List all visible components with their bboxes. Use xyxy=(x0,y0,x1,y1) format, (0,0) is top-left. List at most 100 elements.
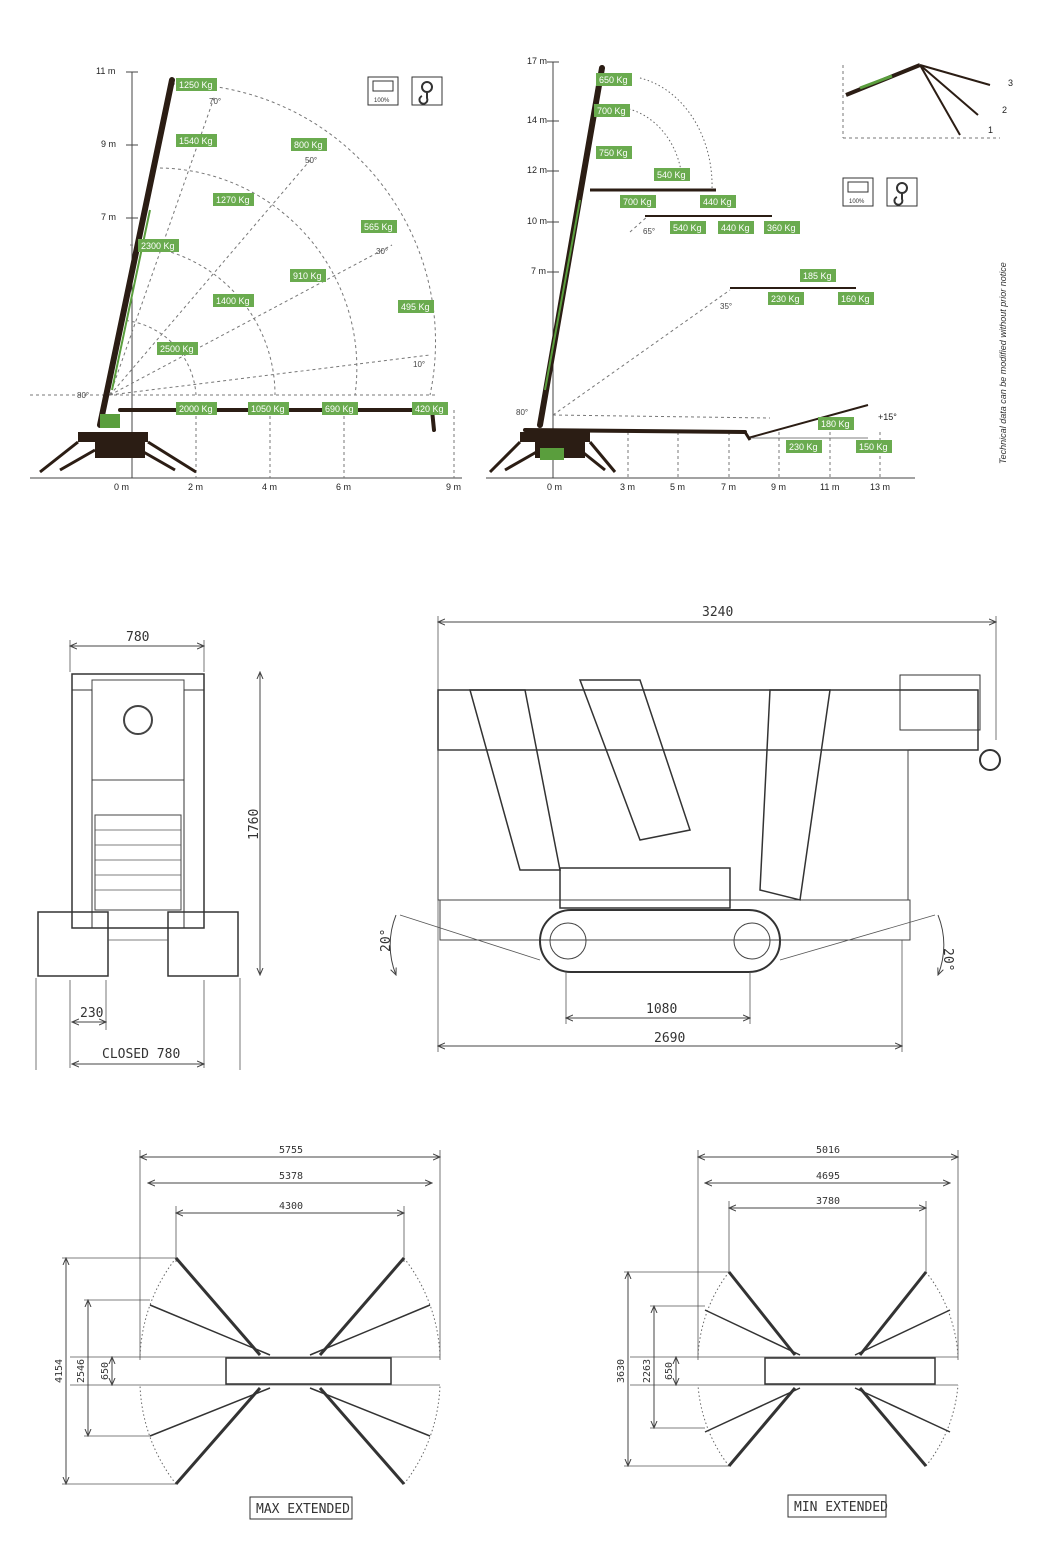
load-label-box xyxy=(654,168,690,181)
load-label-box xyxy=(768,292,804,305)
x-tick: 13 m xyxy=(870,482,890,492)
load-label-box xyxy=(786,440,822,453)
jib-inset: 3 2 1 xyxy=(842,63,1013,139)
load-label-box xyxy=(138,239,179,252)
meter-label: 100% xyxy=(374,98,390,104)
load-label: 565 Kg xyxy=(364,222,393,232)
load-label: 180 Kg xyxy=(821,419,850,429)
angle-label: 10° xyxy=(413,360,425,369)
inset-number: 2 xyxy=(1002,105,1007,115)
max-extended-drawing: 5755 5378 4300 4154 2546 650 MAX EXTENDE… xyxy=(54,1145,440,1520)
max-extended-label: MAX EXTENDED xyxy=(256,1502,350,1517)
load-chart-1: 11 m 9 m 7 m 0 m 2 m 4 m 6 m 9 m 70° 50°… xyxy=(30,66,462,492)
angle-label: 30° xyxy=(376,247,388,256)
load-label-box xyxy=(361,220,397,233)
load-label-box xyxy=(412,402,448,415)
load-label-box xyxy=(176,134,217,147)
dim-length: 3240 xyxy=(702,605,733,620)
load-label: 420 Kg xyxy=(415,404,444,414)
dim-w2: 4695 xyxy=(816,1171,840,1182)
load-label-box xyxy=(594,104,630,117)
load-label-box xyxy=(800,269,836,282)
load-label-box xyxy=(398,300,434,313)
load-label-box xyxy=(157,342,198,355)
angle-label: 65° xyxy=(643,227,655,236)
load-label: 1250 Kg xyxy=(179,80,213,90)
dim-w1: 5016 xyxy=(816,1145,840,1156)
x-tick: 6 m xyxy=(336,482,351,492)
load-label: 360 Kg xyxy=(767,223,796,233)
load-label-box xyxy=(176,78,217,91)
load-labels: 650 Kg 700 Kg 750 Kg 540 Kg 700 Kg 440 Kg 540 … xyxy=(594,73,892,453)
load-meter-icon: 100% xyxy=(367,76,399,106)
y-tick: 10 m xyxy=(527,216,547,226)
load-label-box xyxy=(248,402,289,415)
dim-w3: 4300 xyxy=(279,1201,303,1212)
y-tick: 14 m xyxy=(527,115,547,125)
dim-h2: 2546 xyxy=(76,1359,87,1383)
x-tick: 7 m xyxy=(721,482,736,492)
angle-left: 20° xyxy=(379,929,394,952)
load-label: 160 Kg xyxy=(841,294,870,304)
load-label: 2300 Kg xyxy=(141,241,175,251)
load-label: 1540 Kg xyxy=(179,136,213,146)
meter-label: 100% xyxy=(849,199,865,205)
load-label: 440 Kg xyxy=(703,197,732,207)
load-label-box xyxy=(856,440,892,453)
load-label: 800 Kg xyxy=(294,140,323,150)
y-tick: 9 m xyxy=(101,139,116,149)
load-label-box xyxy=(213,193,254,206)
dim-h1: 4154 xyxy=(54,1359,65,1383)
load-label-box xyxy=(764,221,800,234)
load-label: 700 Kg xyxy=(623,197,652,207)
x-tick: 11 m xyxy=(820,482,839,492)
crane-silhouette xyxy=(39,77,436,474)
load-label-box xyxy=(700,195,736,208)
load-label: 185 Kg xyxy=(803,271,832,281)
load-label: 2500 Kg xyxy=(160,344,194,354)
x-tick: 2 m xyxy=(188,482,203,492)
hook-icon xyxy=(886,177,918,207)
load-label: 540 Kg xyxy=(673,223,702,233)
load-label: 690 Kg xyxy=(325,404,354,414)
x-tick: 3 m xyxy=(620,482,635,492)
angle-right: 20° xyxy=(940,948,955,971)
load-label-box xyxy=(718,221,754,234)
angle-label: 70° xyxy=(209,97,221,106)
load-label: 1400 Kg xyxy=(216,296,250,306)
y-tick: 12 m xyxy=(527,165,547,175)
dim-closed: CLOSED 780 xyxy=(102,1047,180,1062)
y-tick: 11 m xyxy=(96,66,115,76)
load-label: 1270 Kg xyxy=(216,195,250,205)
load-label: 495 Kg xyxy=(401,302,430,312)
load-label-box xyxy=(290,269,326,282)
y-tick: 7 m xyxy=(101,212,116,222)
load-label: 540 Kg xyxy=(657,170,686,180)
angle-label: 50° xyxy=(305,156,317,165)
dim-h3: 650 xyxy=(664,1362,675,1380)
dim-width: 780 xyxy=(126,630,149,645)
load-label: 440 Kg xyxy=(721,223,750,233)
dim-h2: 2263 xyxy=(642,1359,653,1383)
front-view-drawing: 780 1760 230 CLOSED 780 xyxy=(35,630,262,1070)
disclaimer-note: Technical data can be modified without p… xyxy=(998,262,1008,464)
load-label: 230 Kg xyxy=(771,294,800,304)
x-tick: 5 m xyxy=(670,482,685,492)
load-label-box xyxy=(213,294,254,307)
load-label: 1050 Kg xyxy=(251,404,285,414)
side-view-drawing: 3240 20° 20° 1080 2690 xyxy=(379,605,1001,1052)
load-label-box xyxy=(620,195,656,208)
dim-track-length: 2690 xyxy=(654,1031,685,1046)
load-label: 650 Kg xyxy=(599,75,628,85)
load-label: 150 Kg xyxy=(859,442,888,452)
load-label-box xyxy=(596,73,632,86)
hook-icon xyxy=(411,76,443,106)
y-tick: 17 m xyxy=(527,56,547,66)
crane-silhouette xyxy=(488,65,752,474)
load-label-box xyxy=(176,402,217,415)
load-label: 750 Kg xyxy=(599,148,628,158)
dim-h3: 650 xyxy=(100,1362,111,1380)
load-label-box xyxy=(818,417,854,430)
load-chart-2: 17 m 14 m 12 m 10 m 7 m 0 m 3 m 5 m 7 m … xyxy=(486,56,1013,492)
load-label: 700 Kg xyxy=(597,106,626,116)
